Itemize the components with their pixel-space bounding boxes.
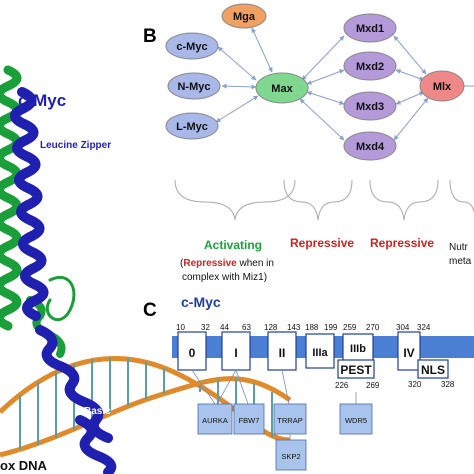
basic-label: Basic bbox=[84, 406, 111, 417]
node-lmyc: L-Myc bbox=[165, 112, 219, 140]
domain-box-0: 0 bbox=[177, 331, 207, 371]
node-lmyc-label: L-Myc bbox=[176, 121, 208, 133]
node-mxd2: Mxd2 bbox=[343, 51, 397, 81]
partner-wdr5: WDR5 bbox=[339, 403, 373, 435]
pest-label: PEST bbox=[340, 363, 372, 377]
panel-c-letter: C bbox=[143, 300, 157, 321]
panel-c-title: c-Myc bbox=[181, 294, 221, 310]
residue-numbers-top: 10 32 44 63 128 143 188 199 259 270 304 … bbox=[176, 323, 431, 332]
node-max: Max bbox=[255, 72, 309, 104]
residue-number: 324 bbox=[417, 323, 431, 332]
pest-end-number: 269 bbox=[366, 381, 380, 390]
helix-1-label: Helix 1 bbox=[76, 348, 109, 359]
residue-number: 63 bbox=[242, 323, 251, 332]
when-in-text: when in bbox=[237, 258, 274, 269]
residue-number: 10 bbox=[176, 323, 185, 332]
node-max-label: Max bbox=[271, 83, 293, 95]
residue-number: 270 bbox=[366, 323, 380, 332]
node-nmyc-label: N-Myc bbox=[177, 81, 210, 93]
nls-end-number: 328 bbox=[441, 380, 455, 389]
residue-number: 143 bbox=[287, 323, 301, 332]
node-mxd3: Mxd3 bbox=[343, 91, 397, 121]
node-mxd1-label: Mxd1 bbox=[356, 23, 384, 35]
partner-aurka: AURKA bbox=[197, 403, 233, 435]
node-cmyc-label: c-Myc bbox=[176, 41, 207, 53]
domain-box-iiib: IIIb bbox=[342, 333, 374, 363]
partner-label: FBW7 bbox=[239, 416, 260, 425]
repressive-label-mlx: Repressive bbox=[370, 236, 434, 250]
partner-connectors bbox=[191, 369, 357, 405]
residue-number: 188 bbox=[305, 323, 319, 332]
repressive-context-line2: complex with Miz1) bbox=[182, 272, 267, 283]
domain-box-i: I bbox=[221, 331, 251, 371]
domain-box-pest: PEST bbox=[337, 359, 375, 379]
partner-label: AURKA bbox=[202, 416, 228, 425]
myc-helix bbox=[10, 87, 117, 474]
domain-box-ii: II bbox=[267, 331, 297, 371]
node-mxd1: Mxd1 bbox=[343, 13, 397, 43]
residue-number: 304 bbox=[396, 323, 410, 332]
domain-box-nls: NLS bbox=[417, 359, 449, 379]
node-nmyc: N-Myc bbox=[167, 72, 221, 100]
node-cmyc: c-Myc bbox=[165, 32, 219, 60]
group-braces bbox=[174, 179, 474, 221]
panel-a-structure: c-Myc Leucine Zipper Helix 1 Basic ox DN… bbox=[0, 65, 292, 474]
partner-label: SKP2 bbox=[281, 452, 300, 461]
network-arrows bbox=[215, 27, 429, 141]
dna-strand-2 bbox=[0, 376, 292, 458]
domain-box-iiia: IIIa bbox=[305, 333, 335, 369]
domain-label: IV bbox=[403, 346, 414, 360]
repressive-label-mxd: Repressive bbox=[290, 236, 354, 250]
panel-c-domains: C c-Myc 10 32 44 63 128 143 188 199 259 … bbox=[143, 294, 474, 471]
nls-label: NLS bbox=[421, 363, 445, 377]
partner-fbw7: FBW7 bbox=[233, 403, 265, 435]
residue-number: 128 bbox=[264, 323, 278, 332]
residue-number: 199 bbox=[324, 323, 338, 332]
domain-label: IIIa bbox=[312, 347, 328, 359]
residue-number: 32 bbox=[201, 323, 210, 332]
partner-label: TRRAP bbox=[277, 416, 302, 425]
nutrient-label-line1: Nutr bbox=[449, 242, 469, 253]
activating-label: Activating bbox=[204, 238, 262, 252]
domain-label: IIIb bbox=[350, 343, 366, 355]
node-mga-label: Mga bbox=[233, 11, 256, 23]
domain-label: I bbox=[234, 346, 237, 360]
repressive-context-line1: (Repressive when in bbox=[180, 258, 274, 269]
panel-b-network: B Mga c-Myc N-Myc bbox=[143, 3, 474, 283]
partner-skp2: SKP2 bbox=[275, 439, 307, 471]
leucine-zipper-label: Leucine Zipper bbox=[40, 140, 111, 151]
node-mlx-label: Mlx bbox=[433, 81, 452, 93]
panel-a-protein-label: c-Myc bbox=[18, 91, 66, 110]
node-mlx: Mlx bbox=[419, 70, 465, 102]
node-mxd4-label: Mxd4 bbox=[356, 141, 385, 153]
residue-number: 259 bbox=[343, 323, 357, 332]
domain-box-iv: IV bbox=[397, 331, 421, 371]
residue-number: 44 bbox=[220, 323, 229, 332]
domain-label: 0 bbox=[189, 346, 196, 360]
node-mga: Mga bbox=[221, 3, 267, 29]
panel-b-letter: B bbox=[143, 26, 157, 47]
node-mxd4: Mxd4 bbox=[343, 131, 397, 161]
pest-start-number: 226 bbox=[335, 381, 349, 390]
repressive-context-word: Repressive bbox=[183, 258, 237, 269]
nls-start-number: 320 bbox=[408, 380, 422, 389]
node-mxd2-label: Mxd2 bbox=[356, 61, 384, 73]
node-mxd3-label: Mxd3 bbox=[356, 101, 384, 113]
nutrient-label-line2: meta bbox=[449, 256, 472, 267]
domain-label: II bbox=[279, 346, 286, 360]
partner-label: WDR5 bbox=[345, 416, 367, 425]
partner-trrap: TRRAP bbox=[273, 403, 307, 435]
dna-label: ox DNA bbox=[0, 458, 48, 473]
